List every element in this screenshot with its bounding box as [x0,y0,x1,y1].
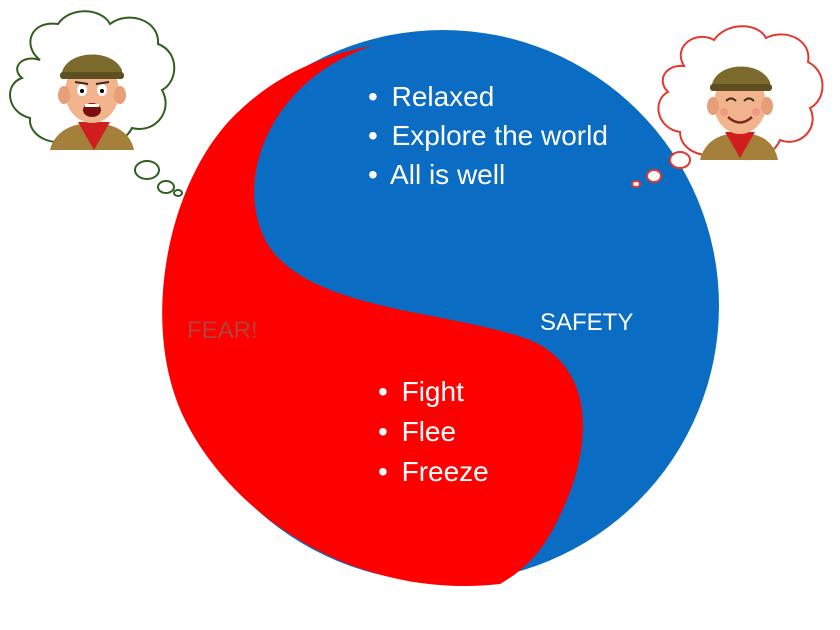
fear-label: FEAR! [187,317,258,344]
bullet-marker: • [378,376,388,407]
fear-bullet-text: Freeze [402,456,489,487]
bullet-marker: • [368,120,378,151]
bullet-marker: • [378,456,388,487]
safety-bullet: • All is well [368,159,505,190]
safety-bullet-list: • Relaxed • Explore the world • All is w… [368,81,608,190]
fear-region [162,46,583,587]
thought-trail-dot [631,180,641,188]
safety-bullet: • Relaxed [368,81,494,112]
fear-bullet: • Fight [378,376,464,407]
scared-scout-icon [50,54,134,150]
safety-thought-bubble [631,25,824,188]
safety-bullet-text: Explore the world [392,120,608,151]
bullet-marker: • [368,159,378,190]
fear-thought-bubble [9,10,183,197]
thought-trail-dot [157,180,175,194]
fear-bullet-list: • Fight • Flee • Freeze [378,376,489,487]
bullet-marker: • [378,416,388,447]
fear-bullet-text: Fight [402,376,464,407]
fear-bullet-text: Flee [402,416,456,447]
thought-trail-dot [173,189,183,197]
fear-bullet: • Freeze [378,456,489,487]
happy-scout-icon [700,66,778,160]
safety-bullet-text: All is well [390,159,505,190]
bullet-marker: • [368,81,378,112]
fear-bullet: • Flee [378,416,456,447]
safety-bullet-text: Relaxed [392,81,495,112]
safety-label: SAFETY [540,309,633,336]
safety-bullet: • Explore the world [368,120,608,151]
thought-trail-dot [669,151,691,169]
thought-trail-dot [134,160,160,180]
thought-trail-dot [646,169,662,183]
